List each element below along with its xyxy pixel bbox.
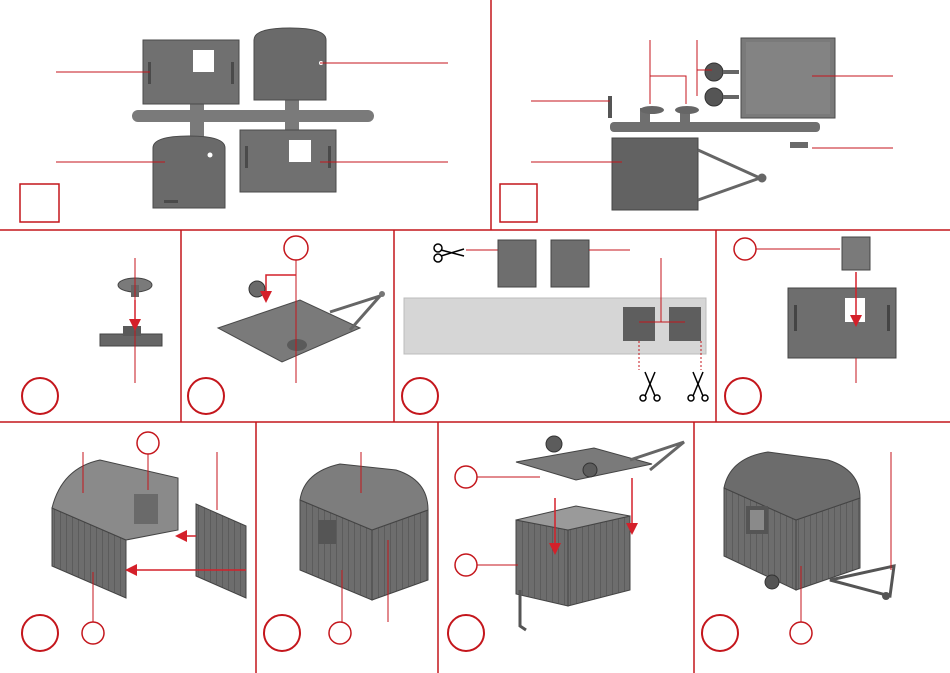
part-number-box — [20, 184, 59, 222]
panel-step-5 — [22, 432, 246, 651]
panel-step-3 — [402, 240, 708, 414]
floor-plate — [741, 38, 835, 118]
part-number-circle — [329, 622, 351, 644]
arched-end-wall — [254, 28, 326, 100]
panel-step-4 — [725, 237, 896, 414]
panel-sprue-walls — [20, 28, 448, 222]
part-number-circle — [137, 432, 159, 454]
part-number-circle — [455, 466, 477, 488]
scissors-icon — [688, 372, 708, 401]
panel-step-8 — [702, 452, 894, 651]
scissors-icon — [434, 244, 464, 262]
finished-construction-trailer — [724, 452, 894, 600]
window-insert — [842, 237, 870, 270]
step-number-circle — [702, 615, 738, 651]
part-number-circle — [82, 622, 104, 644]
step-number-circle — [448, 615, 484, 651]
window-insert — [498, 240, 536, 287]
panel-step-6 — [264, 452, 428, 651]
side-plate — [612, 138, 698, 210]
window-insert — [551, 240, 589, 287]
sprue-runner — [132, 110, 374, 122]
drawbar — [698, 150, 765, 200]
step-number-circle — [22, 378, 58, 414]
arched-door-wall — [153, 136, 225, 208]
panel-step-7 — [448, 436, 684, 651]
chassis-floor — [516, 448, 652, 480]
part-number-box — [500, 184, 537, 222]
scissors-icon — [640, 372, 660, 401]
step-number-circle — [22, 615, 58, 651]
body-shell-closed — [300, 464, 428, 600]
step-number-circle — [725, 378, 761, 414]
wheel — [705, 63, 723, 81]
part-number-circle — [734, 238, 756, 260]
part-number-circle — [790, 622, 812, 644]
part-number-circle — [455, 554, 477, 576]
end-wall-with-window — [143, 40, 239, 104]
panel-step-1 — [22, 258, 162, 414]
side-wall-with-window — [240, 130, 336, 192]
wheel — [705, 88, 723, 106]
wall-panel — [788, 288, 896, 358]
step-number-circle — [264, 615, 300, 651]
panel-sprue-chassis — [500, 38, 893, 222]
part-number-circle — [284, 236, 308, 260]
step-number-circle — [188, 378, 224, 414]
step-number-circle — [402, 378, 438, 414]
box-body — [516, 506, 630, 606]
panel-step-2 — [188, 236, 385, 414]
